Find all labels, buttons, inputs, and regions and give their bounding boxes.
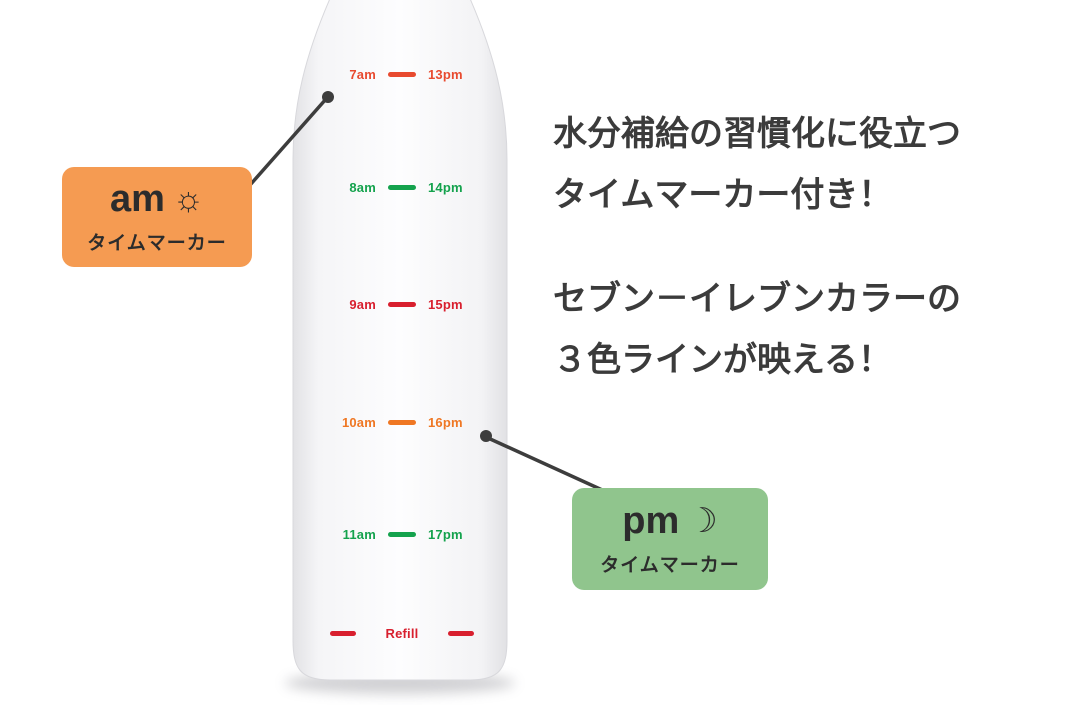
pm-callout-title: pm ☽ bbox=[622, 499, 718, 543]
pm-connector-line bbox=[486, 436, 613, 496]
time-dash bbox=[388, 185, 416, 190]
refill-dash-left bbox=[330, 631, 356, 636]
time-label-16pm: 16pm bbox=[428, 415, 463, 430]
description-line-3: セブン－イレブンカラーの bbox=[553, 280, 961, 319]
pm-connector-dot bbox=[480, 430, 492, 442]
bottle-shadow bbox=[285, 672, 515, 694]
am-connector-line bbox=[241, 97, 328, 195]
time-marker-row-8am: 8am 14pm bbox=[330, 180, 474, 195]
time-label-11am: 11am bbox=[342, 527, 376, 542]
time-label-10am: 10am bbox=[341, 415, 376, 430]
time-label-13pm: 13pm bbox=[428, 67, 463, 82]
description-line-2: タイムマーカー付き！ bbox=[553, 175, 893, 214]
time-dash bbox=[388, 420, 416, 425]
time-label-14pm: 14pm bbox=[428, 180, 463, 195]
pm-callout: pm ☽ タイムマーカー bbox=[572, 488, 768, 590]
time-dash bbox=[388, 302, 416, 307]
time-label-17pm: 17pm bbox=[428, 527, 463, 542]
pm-label: pm bbox=[622, 499, 680, 542]
bottle-body bbox=[292, 0, 508, 681]
time-label-8am: 8am bbox=[349, 180, 376, 195]
am-callout-subtitle: タイムマーカー bbox=[87, 233, 227, 255]
time-label-15pm: 15pm bbox=[428, 297, 463, 312]
description-line-4: ３色ラインが映える！ bbox=[553, 340, 892, 379]
time-marker-row-9am: 9am 15pm bbox=[330, 297, 474, 312]
moon-icon: ☽ bbox=[687, 501, 718, 540]
refill-dash-right bbox=[448, 631, 474, 636]
time-marker-row-11am: 11am 17pm bbox=[330, 527, 474, 542]
time-dash bbox=[388, 532, 416, 537]
time-dash bbox=[388, 72, 416, 77]
am-callout: am ☼ タイムマーカー bbox=[62, 167, 252, 267]
refill-marker-row: Refill bbox=[330, 626, 474, 641]
refill-label: Refill bbox=[385, 626, 419, 641]
am-callout-title: am ☼ bbox=[109, 177, 205, 221]
description-line-1: 水分補給の習慣化に役立つ bbox=[553, 115, 961, 153]
sun-icon: ☼ bbox=[172, 179, 205, 218]
time-label-7am: 7am bbox=[349, 67, 376, 82]
am-connector-dot bbox=[322, 91, 334, 103]
am-label: am bbox=[109, 177, 165, 220]
pm-callout-subtitle: タイムマーカー bbox=[600, 555, 740, 577]
time-label-9am: 9am bbox=[349, 297, 376, 312]
time-marker-row-10am: 10am 16pm bbox=[330, 415, 474, 430]
time-marker-row-7am: 7am 13pm bbox=[330, 67, 474, 82]
description-text: 水分補給の習慣化に役立つ タイムマーカー付き！ セブン－イレブンカラーの ３色ラ… bbox=[553, 104, 1073, 390]
